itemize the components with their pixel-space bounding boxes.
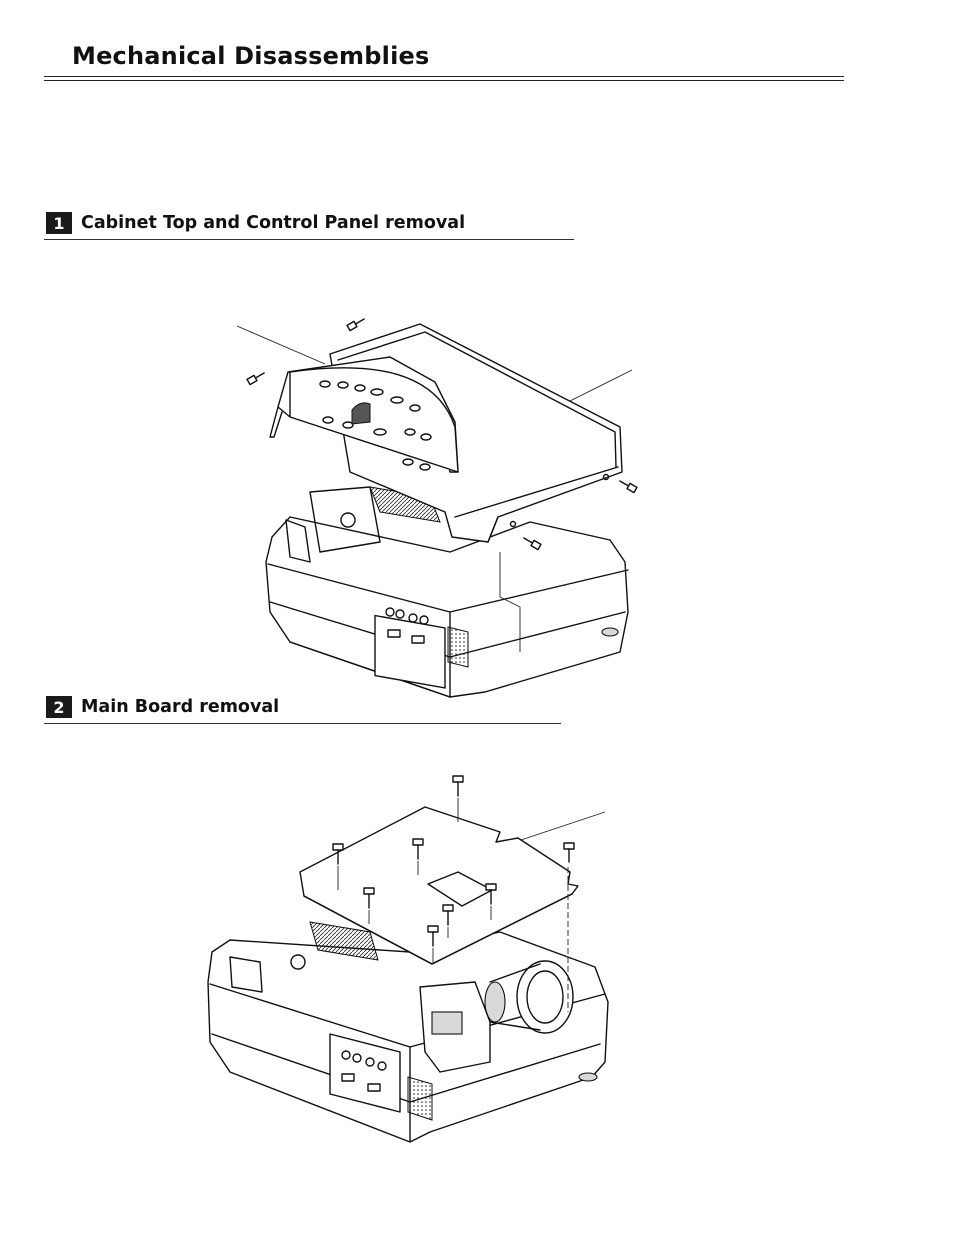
main-board (299, 806, 579, 1012)
lens-icon (516, 960, 574, 1034)
section-2-title: Main Board removal (81, 697, 280, 717)
screw-icon (485, 883, 497, 920)
screw-icon (563, 842, 575, 863)
section-1-title: Cabinet Top and Control Panel removal (81, 213, 466, 233)
control-panel (269, 356, 459, 473)
main-board-removal-diagram (207, 775, 609, 1143)
screw-icon (427, 925, 439, 964)
screw-icon (523, 537, 542, 551)
ribbon-cable (351, 402, 371, 425)
screw-icon (363, 887, 375, 924)
section-1-number: 1 (46, 212, 72, 234)
section-1-rule (44, 239, 574, 240)
control-panel-leader-line (236, 325, 326, 365)
screw-icon (452, 775, 464, 822)
speaker-grille-icon (447, 626, 469, 668)
cabinet-top-removal-diagram (236, 318, 638, 698)
screw-icon (412, 838, 424, 875)
speaker-grille-icon (407, 1076, 433, 1121)
screw-icon (332, 843, 344, 890)
projector-chassis (265, 486, 629, 698)
title-rule (44, 76, 844, 77)
section-2-heading: 2 Main Board removal (46, 695, 279, 719)
title-rule-double (44, 80, 844, 81)
io-panel (329, 1033, 401, 1113)
screw-icon (246, 372, 265, 386)
screw-icon (619, 480, 638, 494)
section-1-heading: 1 Cabinet Top and Control Panel removal (46, 211, 465, 235)
screw-icon (442, 904, 454, 938)
screw-icon (346, 318, 365, 332)
section-2-rule (44, 723, 561, 724)
io-panel (374, 614, 446, 689)
projector-chassis (207, 921, 609, 1143)
internal-heatsink (309, 921, 379, 961)
section-2-number: 2 (46, 696, 72, 718)
page-title: Mechanical Disassemblies (72, 42, 430, 70)
